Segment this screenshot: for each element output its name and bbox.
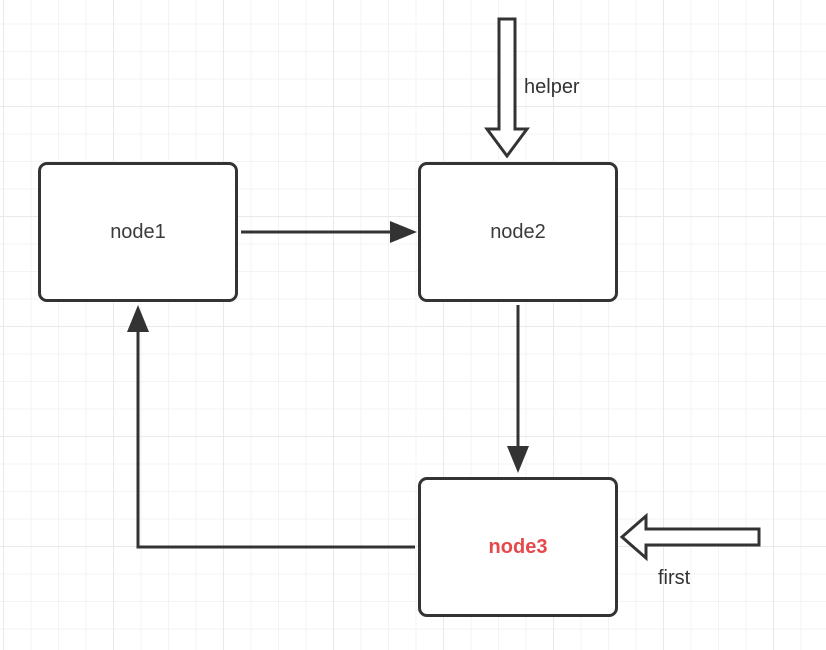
first-block-arrow-icon[interactable] bbox=[619, 512, 761, 562]
edge-node3-node1[interactable] bbox=[127, 305, 415, 549]
edge-node2-node3[interactable] bbox=[507, 305, 529, 473]
helper-block-arrow-icon[interactable] bbox=[484, 17, 530, 159]
node1-label: node1 bbox=[110, 220, 166, 243]
edge-node1-node2-arrowhead-icon bbox=[390, 221, 417, 243]
node3-label: node3 bbox=[488, 535, 548, 558]
node-node1[interactable]: node1 bbox=[38, 162, 238, 302]
helper-label[interactable]: helper bbox=[524, 76, 580, 98]
node-node2[interactable]: node2 bbox=[418, 162, 618, 302]
edge-node2-node3-arrowhead-icon bbox=[507, 446, 529, 473]
first-label[interactable]: first bbox=[658, 567, 691, 589]
node2-label: node2 bbox=[490, 220, 546, 243]
edge-node3-node1-line bbox=[136, 330, 415, 549]
node-node3[interactable]: node3 bbox=[418, 477, 618, 617]
edge-node3-node1-arrowhead-icon bbox=[127, 305, 149, 332]
edge-node1-node2[interactable] bbox=[241, 221, 417, 243]
